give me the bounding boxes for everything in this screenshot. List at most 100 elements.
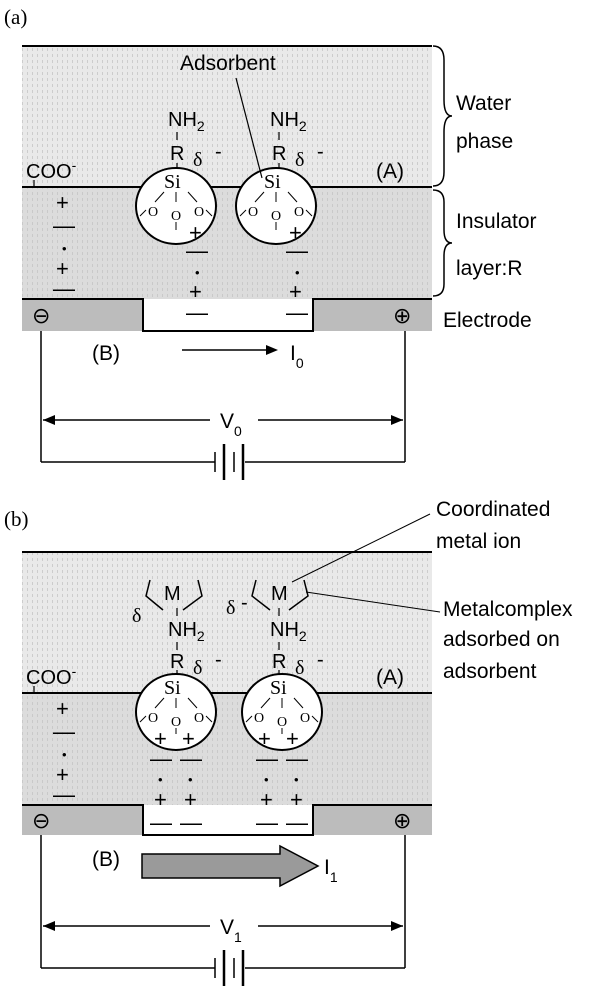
svg-text:δ: δ [193, 657, 202, 679]
svg-text:+: + [56, 256, 69, 281]
svg-text:—: — [53, 213, 75, 238]
metal-complex-1: M δ NH2 R δ - [132, 579, 222, 679]
svg-text:+: + [56, 696, 69, 721]
current-label-a: I0 [290, 342, 304, 371]
svg-text:—: — [286, 810, 308, 835]
svg-text:+: + [286, 726, 299, 751]
svg-text:O: O [148, 205, 158, 220]
induced-charges-b: — — • • + + — — — — • • + + — — [150, 746, 308, 835]
electrode-negative-icon: ⊖ [32, 303, 50, 328]
svg-text:M: M [271, 583, 288, 605]
svg-text:O: O [294, 205, 304, 220]
svg-text:-: - [215, 649, 222, 671]
insulator-brace [432, 189, 453, 297]
insulator-charges-left: + — • + — [53, 190, 75, 301]
current-arrow-b [141, 844, 320, 888]
adsorbent-sphere-b1: Si O O O + + [135, 673, 217, 751]
svg-text:O: O [248, 205, 258, 220]
svg-text:•: • [294, 772, 299, 787]
svg-text:+: + [182, 726, 195, 751]
svg-text:NH2: NH2 [270, 109, 307, 134]
carboxylate-group-b: COO- [26, 663, 77, 689]
svg-text:O: O [254, 711, 264, 726]
svg-text:—: — [186, 238, 208, 263]
svg-text:Si: Si [264, 171, 281, 193]
svg-text:+: + [289, 279, 302, 304]
svg-text:—: — [186, 300, 208, 325]
svg-text:+: + [56, 762, 69, 787]
adsorbent-sphere-b2: Si O O O + + [241, 673, 323, 751]
circuit-b [40, 835, 406, 986]
svg-text:—: — [286, 238, 308, 263]
interface-label-b: (A) [376, 666, 404, 689]
svg-text:—: — [286, 746, 308, 771]
svg-text:O: O [271, 209, 281, 224]
svg-text:Si: Si [164, 171, 181, 193]
svg-text:M: M [164, 583, 181, 605]
svg-text:•: • [62, 241, 67, 256]
svg-text:NH2: NH2 [168, 619, 205, 644]
water-phase-brace [432, 45, 453, 187]
svg-text:δ: δ [132, 605, 141, 627]
svg-text:•: • [188, 772, 193, 787]
current-label-b: I1 [324, 856, 338, 885]
svg-text:+: + [154, 787, 167, 812]
svg-text:—: — [150, 746, 172, 771]
electrode-positive-icon-b: ⊕ [393, 808, 411, 833]
svg-text:—: — [180, 810, 202, 835]
svg-text:—: — [53, 719, 75, 744]
svg-text:O: O [194, 711, 204, 726]
svg-text:+: + [154, 726, 167, 751]
svg-text:+: + [56, 190, 69, 215]
electrode-positive-icon: ⊕ [393, 303, 411, 328]
svg-text:δ: δ [226, 597, 235, 619]
electrode-right [313, 299, 432, 331]
electrode-right-b [313, 805, 432, 835]
svg-text:O: O [148, 711, 158, 726]
svg-text:Si: Si [164, 677, 181, 699]
svg-text:—: — [150, 810, 172, 835]
svg-text:•: • [264, 772, 269, 787]
svg-text:+: + [258, 726, 271, 751]
channel-label-a: (B) [92, 342, 120, 365]
svg-text:-: - [215, 141, 222, 163]
coordinated-metal-ion-label: Coordinated metal ion [436, 498, 556, 553]
panel-b: (b) ⊖ ⊕ COO- + — • + — M δ [4, 498, 578, 986]
svg-text:NH2: NH2 [168, 109, 205, 134]
svg-text:+: + [184, 787, 197, 812]
svg-text:+: + [289, 220, 302, 245]
svg-text:R: R [272, 143, 286, 165]
svg-text:+: + [189, 279, 202, 304]
svg-text:δ: δ [295, 149, 304, 171]
svg-text:O: O [171, 209, 181, 224]
svg-text:+: + [290, 787, 303, 812]
svg-text:NH2: NH2 [270, 619, 307, 644]
voltage-label-b: V1 [220, 916, 242, 945]
adsorbent-label: Adsorbent [180, 52, 276, 75]
water-phase-label: Water phase [456, 92, 517, 153]
svg-text:δ: δ [193, 149, 202, 171]
svg-text:O: O [300, 711, 310, 726]
electrode-label: Electrode [443, 309, 532, 332]
svg-text:—: — [256, 810, 278, 835]
adsorbent-sphere-1: NH2 R δ - Si O O O [135, 109, 222, 245]
electrode-left-b [22, 805, 143, 835]
svg-text:R: R [170, 143, 184, 165]
svg-text:+: + [189, 220, 202, 245]
svg-text:—: — [256, 746, 278, 771]
svg-text:•: • [295, 265, 300, 280]
svg-text:O: O [194, 205, 204, 220]
svg-text:—: — [180, 746, 202, 771]
induced-charges-a: + — • + — + — • + — [186, 220, 308, 325]
svg-text:•: • [195, 265, 200, 280]
svg-text:δ: δ [295, 657, 304, 679]
insulator-label: Insulator layer:R [456, 210, 542, 280]
panel-a: (a) ⊖ ⊕ COO- + — • + — NH2 [4, 5, 542, 480]
channel-label-b: (B) [92, 848, 120, 871]
insulator-charges-left-b: + — • + — [53, 696, 75, 807]
circuit-a [40, 331, 406, 480]
svg-text:•: • [62, 747, 67, 762]
metalcomplex-label: Metalcomplex adsorbed on adsorbent [443, 598, 578, 683]
svg-text:R: R [170, 651, 184, 673]
